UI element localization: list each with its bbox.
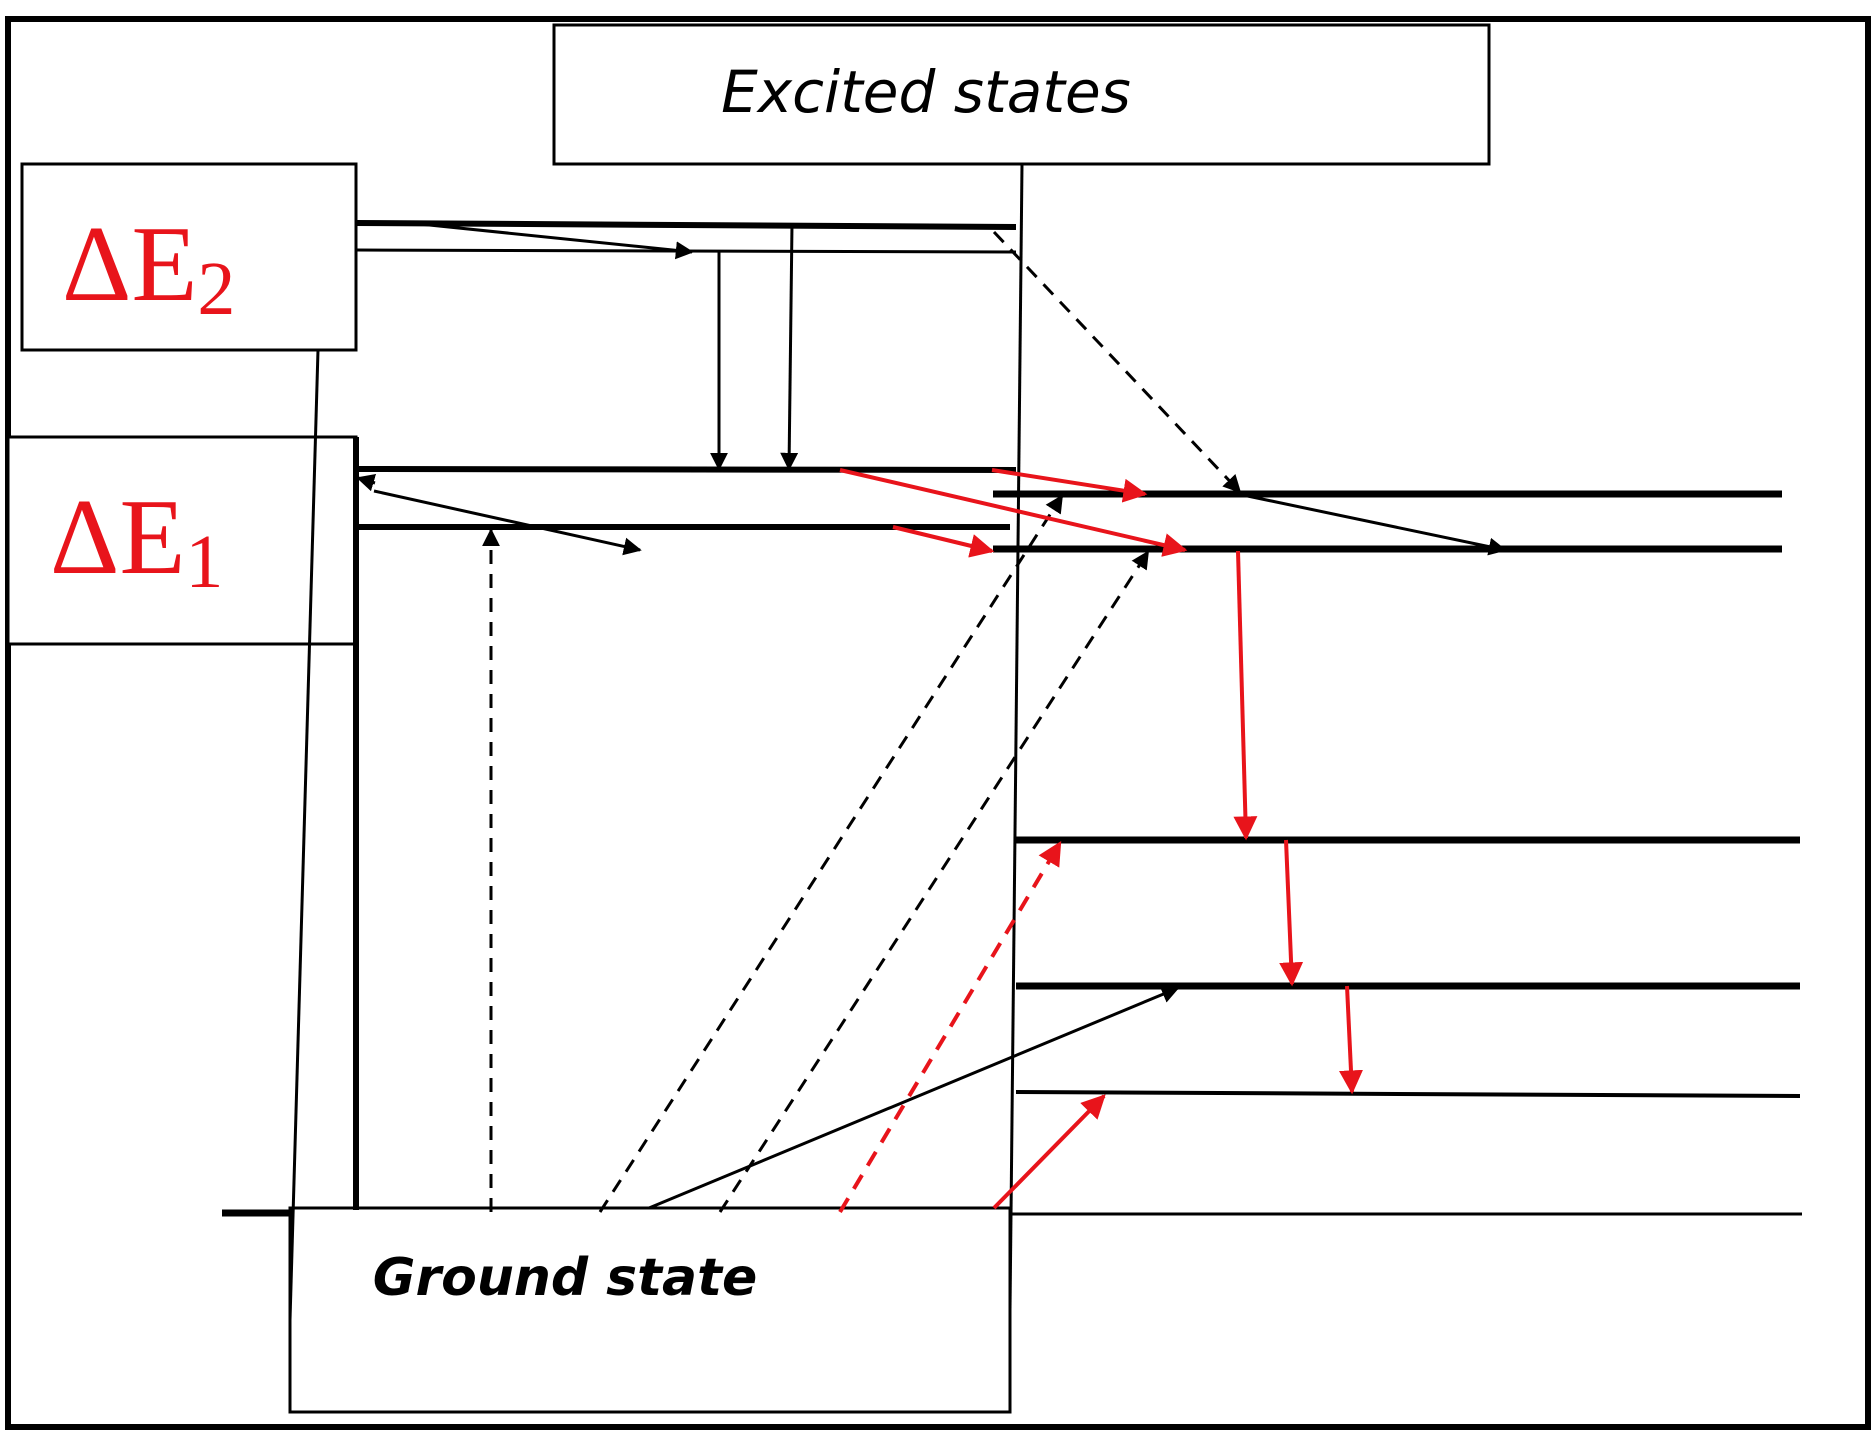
red-arrow-ground-to-level-5 xyxy=(992,1094,1106,1210)
level-e1-upper xyxy=(355,466,1017,473)
ground-state-label: Ground state xyxy=(373,1248,757,1308)
delta-e1-label: ΔE1 xyxy=(50,478,223,604)
column-divider xyxy=(1008,163,1024,1311)
arrow-back-transfer xyxy=(356,473,377,492)
outer-frame xyxy=(5,16,1871,1430)
red-arrow-level-4-to-level-5 xyxy=(1338,985,1363,1095)
ground-state-box xyxy=(288,1206,1012,1414)
delta-e2-box xyxy=(20,162,358,352)
red-dashed-arrow-ground-to-level-3 xyxy=(838,840,1062,1214)
delta-e1-subscript: 1 xyxy=(185,520,223,604)
red-arrow-e1-to-right-level-2 xyxy=(839,468,1188,557)
arrow-e2-relaxation xyxy=(409,221,694,260)
excited-column-left-edge xyxy=(288,349,320,1321)
delta-e1-symbol: ΔE xyxy=(50,478,185,597)
red-arrow-e1-lower-to-right-level-2 xyxy=(892,525,995,558)
arrow-right-level-relaxation xyxy=(1237,492,1507,556)
arrow-excitation-diagonal-a xyxy=(598,494,1064,1213)
arrow-ground-to-level-4 xyxy=(648,985,1180,1210)
red-arrow-level-2-to-level-3 xyxy=(1233,550,1258,841)
excited-states-label: Excited states xyxy=(721,58,1131,126)
red-arrow-e1-to-right-level-1 xyxy=(991,468,1148,503)
delta-e2-subscript: 2 xyxy=(197,247,235,331)
red-arrow-level-3-to-level-4 xyxy=(1279,839,1304,987)
delta-e2-label: ΔE2 xyxy=(62,205,235,331)
delta-e2-symbol: ΔE xyxy=(62,205,197,324)
right-level-5 xyxy=(1015,1090,1801,1098)
level-e2-upper xyxy=(355,220,1017,230)
arrow-e1-relaxation xyxy=(373,489,642,556)
arrow-excitation-diagonal-b xyxy=(718,550,1150,1213)
arrow-e2-to-e1-b xyxy=(780,223,799,471)
arrow-e2-to-right-level-1 xyxy=(992,230,1242,494)
